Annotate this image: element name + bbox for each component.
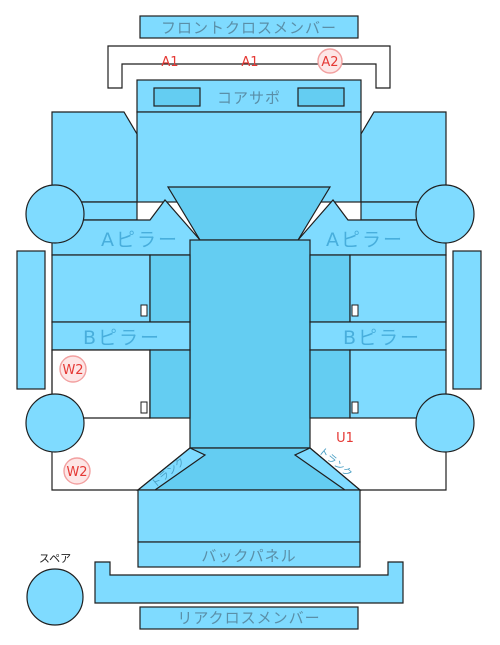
b-pillar-right-label: Bピラー xyxy=(343,327,421,349)
right-front-door[interactable] xyxy=(349,254,447,323)
headlight-left[interactable] xyxy=(153,87,201,107)
damage-code-w2-upper[interactable]: W2 xyxy=(62,363,83,378)
rear-left-wheel[interactable] xyxy=(25,393,85,453)
front-bumper-frame[interactable] xyxy=(107,45,391,89)
a-pillar-left-label: Aピラー xyxy=(101,229,179,251)
rear-bumper[interactable] xyxy=(94,561,404,604)
roof[interactable] xyxy=(189,239,311,449)
back-panel-label: バックパネル xyxy=(201,547,296,565)
front-right-wheel[interactable] xyxy=(415,184,475,244)
damage-code-u1[interactable]: U1 xyxy=(336,431,354,446)
right-front-door-handle xyxy=(351,304,359,317)
a-pillar-right-label: Aピラー xyxy=(326,229,404,251)
back-panel[interactable] xyxy=(137,541,361,568)
core-support-label: コアサポ xyxy=(217,89,281,107)
damage-code-a1-left[interactable]: A1 xyxy=(161,55,178,70)
left-a-pillar-post[interactable] xyxy=(149,254,191,323)
left-front-door-handle xyxy=(140,304,148,317)
spare-tire[interactable] xyxy=(26,568,84,626)
damage-code-a2[interactable]: A2 xyxy=(321,55,338,70)
damage-marker-a2[interactable] xyxy=(317,48,343,74)
left-rear-door-handle xyxy=(140,401,148,414)
b-pillar-left-label: Bピラー xyxy=(83,327,161,349)
right-rear-door-post[interactable] xyxy=(309,349,351,419)
headlight-right[interactable] xyxy=(297,87,345,107)
damage-marker-w2-lower[interactable] xyxy=(63,457,91,485)
rear-cross-member[interactable] xyxy=(139,606,359,630)
left-front-door[interactable] xyxy=(51,254,151,323)
rear-cross-member-label: リアクロスメンバー xyxy=(177,609,320,627)
left-rear-door[interactable] xyxy=(149,349,191,419)
right-rear-door-handle xyxy=(351,401,359,414)
right-a-pillar-post[interactable] xyxy=(309,254,351,323)
rear-right-wheel[interactable] xyxy=(415,393,475,453)
right-side-skirt[interactable] xyxy=(452,250,482,390)
damage-code-w2-lower[interactable]: W2 xyxy=(66,465,87,480)
front-cross-member[interactable] xyxy=(139,15,359,39)
spare-label: スペア xyxy=(39,552,71,565)
front-cross-member-label: フロントクロスメンバー xyxy=(161,19,337,37)
trunk-lid[interactable] xyxy=(137,489,361,543)
left-side-skirt[interactable] xyxy=(16,250,46,390)
damage-code-a1-center[interactable]: A1 xyxy=(241,55,258,70)
front-left-wheel[interactable] xyxy=(25,184,85,244)
damage-marker-w2-upper[interactable] xyxy=(59,355,87,383)
